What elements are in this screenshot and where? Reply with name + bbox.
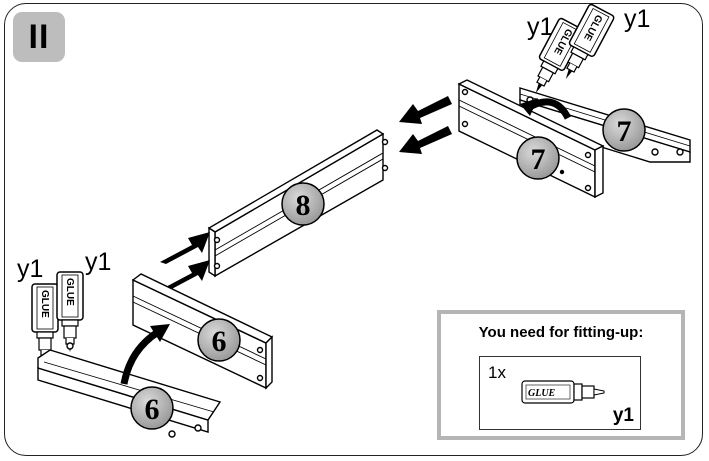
part-number-text: 6	[145, 393, 160, 426]
part-number-text: 7	[617, 115, 632, 148]
tube-label-top-left: y1	[527, 13, 553, 41]
glue-tube-bottom-right: y1 GLUE	[56, 248, 111, 352]
glue-tube-icon: GLUE	[521, 380, 605, 404]
instruction-frame	[4, 3, 703, 456]
part-number-right-bottom: 7	[602, 108, 646, 152]
part-number-left-bottom: 6	[130, 386, 174, 430]
required-item-card: 1x GLUE y1	[479, 356, 641, 430]
insert-arrow-left-lower	[160, 260, 210, 292]
glue-tube-top-right: y1 GLUE	[565, 3, 650, 79]
tube-label-top-right: y1	[624, 5, 650, 33]
part-number-text: 7	[531, 143, 546, 176]
tube-label-bottom-left: y1	[17, 255, 43, 283]
insert-arrow-right-lower	[399, 126, 452, 154]
curved-arrow-top-right	[520, 98, 572, 120]
part-number-right-upright: 7	[516, 136, 560, 180]
curved-arrow-bottom-left	[120, 324, 170, 385]
insert-arrow-right-upper	[399, 96, 452, 124]
required-item-quantity: 1x	[488, 363, 506, 382]
required-item-code: y1	[612, 405, 634, 426]
step-number-badge: II	[13, 12, 65, 62]
part-number-left-upright: 6	[197, 318, 241, 362]
required-items-title: You need for fitting-up:	[478, 324, 644, 341]
required-items-box: You need for fitting-up: 1x GLUE y1	[437, 310, 685, 440]
glue-tube-bottom-left: y1 GLUE	[17, 255, 59, 364]
insert-arrow-left-upper	[160, 232, 210, 264]
item-label: GLUE	[528, 388, 556, 399]
side-panel-left-bottom	[37, 342, 222, 438]
part-number-text: 6	[212, 325, 227, 358]
part-number-long-panel: 8	[281, 182, 325, 226]
glue-text: GLUE	[64, 278, 75, 306]
tube-label-bottom-right: y1	[85, 248, 111, 276]
part-number-text: 8	[296, 189, 311, 222]
glue-tube-top-left: y1 GLUE	[527, 13, 585, 93]
glue-text: GLUE	[39, 290, 50, 318]
